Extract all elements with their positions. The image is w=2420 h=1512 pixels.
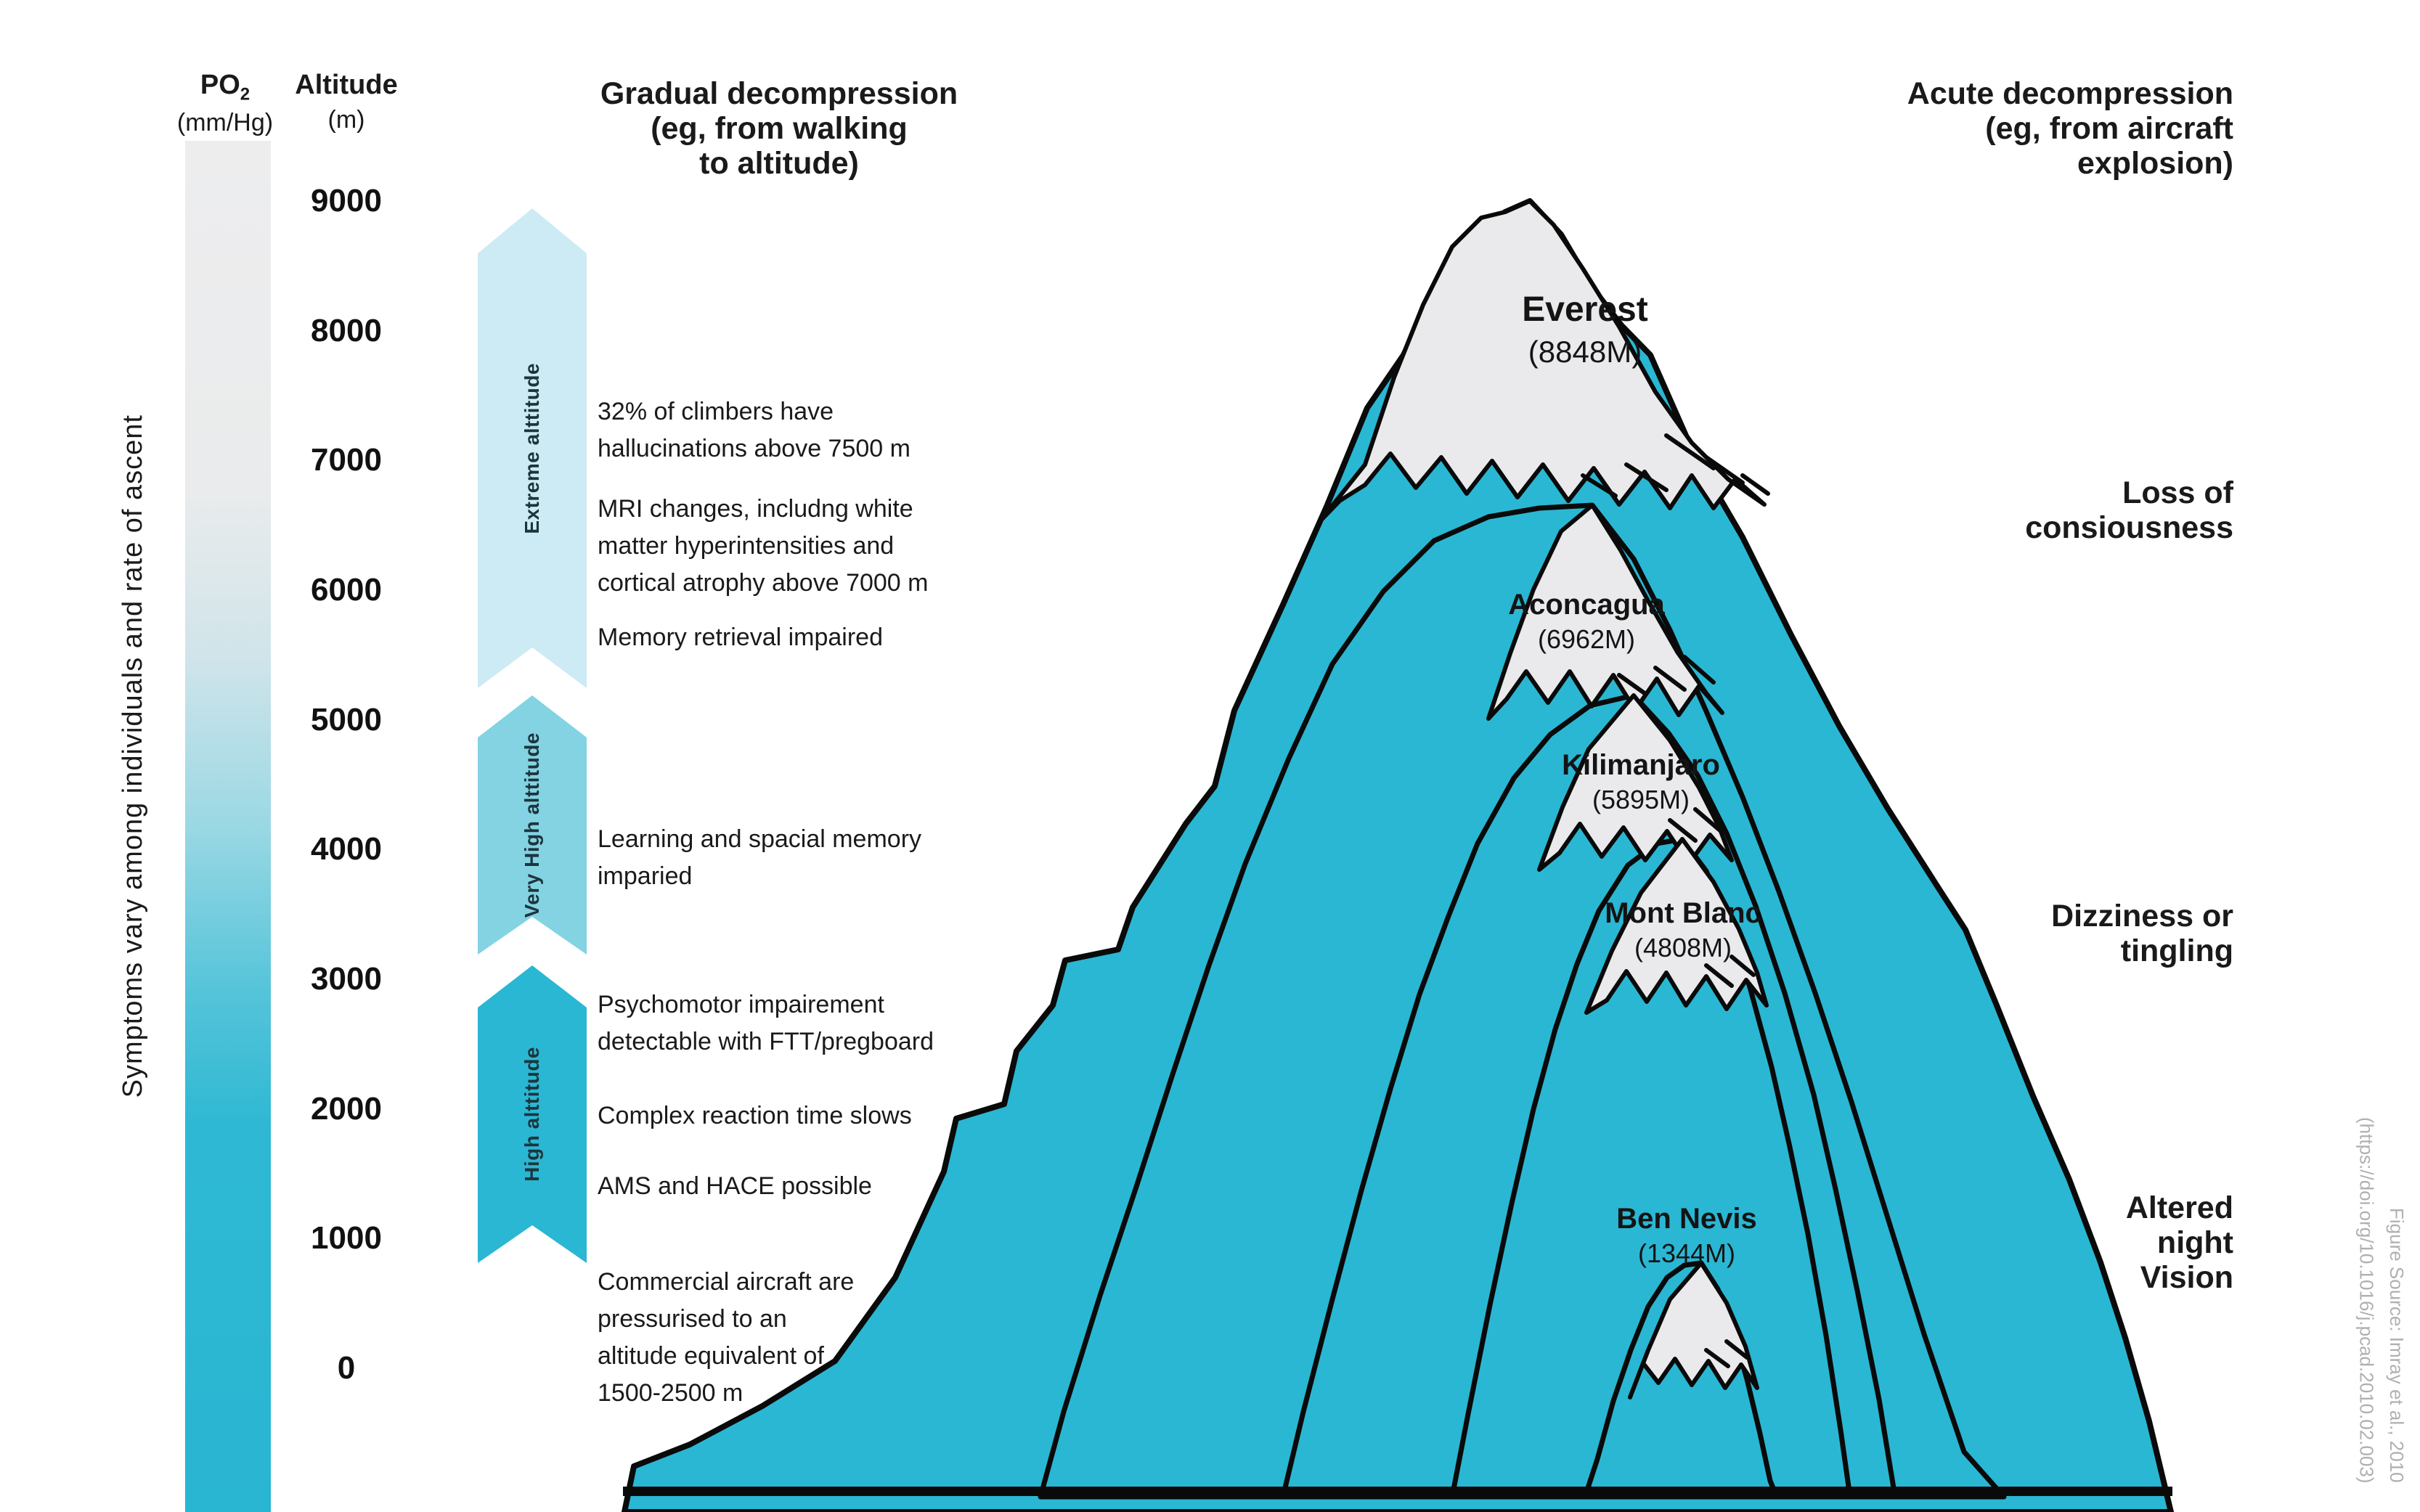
po2-unit: (mm/Hg) (176, 108, 274, 136)
altitude-tick-3000: 3000 (311, 961, 382, 997)
aconcagua-elevation: (6962M) (1537, 624, 1636, 654)
altitude-tick-6000: 6000 (311, 572, 382, 608)
note-climbers-hallucinations: 32% of climbers have hallucinations abov… (598, 398, 910, 462)
ben-nevis-name: Ben Nevis (1616, 1203, 1757, 1235)
po2-gradient-bar (185, 141, 271, 1512)
altitude-tick-9000: 9000 (311, 183, 382, 218)
figure-source-caption: Figure Source: Imray et al., 2010 (https… (2351, 888, 2411, 1483)
kilimanjaro-elevation: (5895M) (1592, 785, 1690, 814)
mountain-baseline (623, 1487, 2172, 1496)
note-psychomotor: Psychomotor impairement detectable with … (598, 991, 934, 1055)
aconcagua-snowcap (1486, 503, 1724, 721)
effect-loss-of-consciousness: Loss of consiousness (2025, 475, 2233, 546)
figure-source-line1: Figure Source: Imray et al., 2010 (2386, 1208, 2408, 1483)
note-ams-hace: AMS and HACE possible (598, 1172, 872, 1200)
gradual-decompression-heading: Gradual decompression (eg, from walking … (600, 76, 958, 181)
note-learning-memory: Learning and spacial memory imparied (598, 825, 922, 890)
altitude-tick-4000: 4000 (311, 831, 382, 867)
note-reaction-time: Complex reaction time slows (598, 1102, 912, 1129)
everest-name: Everest (1522, 290, 1648, 329)
aconcagua-name: Aconcagua (1508, 589, 1665, 621)
everest-elevation: (8848M) (1528, 335, 1642, 369)
altitude-tick-8000: 8000 (311, 313, 382, 348)
label-ben-nevis: Ben Nevis (1344M) (1616, 1201, 1756, 1270)
label-kilimanjaro: Kilimanjaro (5895M) (1562, 747, 1720, 816)
label-everest: Everest (8848M) (1522, 287, 1647, 372)
po2-label: PO2 (200, 70, 250, 105)
kilimanjaro-snowcap (1537, 693, 1734, 872)
altitude-tick-1000: 1000 (311, 1220, 382, 1256)
mont-blanc-name: Mont Blanc (1605, 897, 1761, 929)
altitude-tick-0: 0 (337, 1350, 356, 1386)
mont-blanc-snowcap (1584, 837, 1769, 1015)
ben-nevis-elevation: (1344M) (1637, 1238, 1736, 1268)
altitude-tick-2000: 2000 (311, 1091, 382, 1127)
acute-decompression-heading: Acute decompression (eg, from aircraft e… (1907, 76, 2233, 181)
po2-axis-header: PO2 (mm/Hg) (152, 67, 298, 140)
zone-very-high-altitude: Very High alttitude (478, 695, 587, 955)
altitude-label: Altitude (295, 70, 398, 100)
po2-subscript: 2 (240, 84, 250, 105)
altitude-tick-7000: 7000 (311, 442, 382, 478)
crevasse-marks (1581, 433, 1770, 1368)
effect-dizziness-tingling: Dizziness or tingling (2051, 899, 2233, 969)
altitude-tick-5000: 5000 (311, 702, 382, 737)
everest-snowcap (1317, 199, 1767, 524)
zone-extreme-altitude: Extreme alttitude (478, 208, 587, 688)
effect-altered-night-vision: Altered night Vision (2125, 1190, 2233, 1296)
note-memory-retrieval: Memory retrieval impaired (598, 624, 883, 651)
figure-source-line2: (https://doi.org/10.1016/j.pcad.2010.02.… (2355, 1116, 2378, 1483)
altitude-axis-header: Altitude (m) (274, 67, 419, 137)
mont-blanc-elevation: (4808M) (1634, 933, 1732, 963)
label-mont-blanc: Mont Blanc (4808M) (1605, 895, 1761, 964)
zone-high-altitude: High alttitude (478, 965, 587, 1263)
label-aconcagua: Aconcagua (6962M) (1508, 587, 1665, 655)
note-commercial-aircraft: Commercial aircraft are pressurised to a… (598, 1268, 855, 1407)
note-mri-changes: MRI changes, includng white matter hyper… (598, 495, 929, 597)
altitude-unit: (m) (327, 106, 365, 134)
kilimanjaro-name: Kilimanjaro (1562, 749, 1720, 781)
